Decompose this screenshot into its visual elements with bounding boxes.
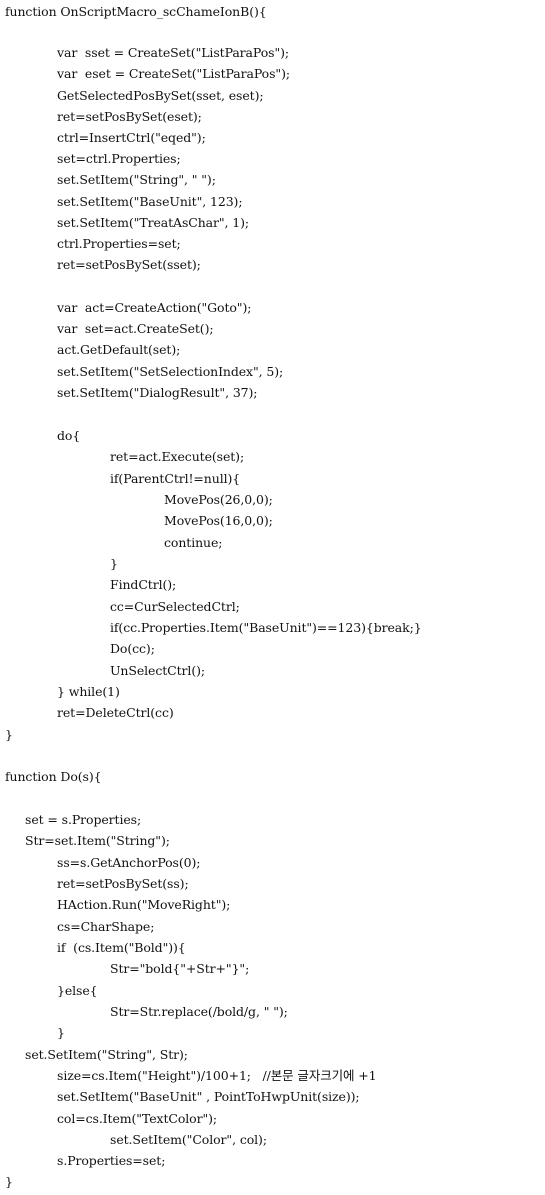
code-line-26: continue; [164, 535, 223, 550]
code-line-51: size=cs.Item("Height")/100+1; //본문 글자크기에… [57, 1068, 377, 1083]
code-line-10: set.SetItem("BaseUnit", 123); [57, 194, 243, 209]
code-line-18: set.SetItem("SetSelectionIndex", 5); [57, 364, 284, 379]
code-line-28: FindCtrl(); [110, 577, 177, 592]
code-line-9: set.SetItem("String", " "); [57, 172, 216, 187]
code-line-45: if (cs.Item("Bold")){ [57, 940, 186, 955]
code-line-33: } while(1) [57, 684, 120, 699]
code-line-37: function Do(s){ [5, 769, 102, 784]
code-line-13: ret=setPosBySet(sset); [57, 257, 201, 272]
code-line-27: } [110, 556, 118, 571]
code-line-52: set.SetItem("BaseUnit" , PointToHwpUnit(… [57, 1089, 360, 1104]
code-line-56: } [5, 1174, 13, 1189]
code-line-44: cs=CharShape; [57, 919, 155, 934]
code-line-11: set.SetItem("TreatAsChar", 1); [57, 215, 250, 230]
code-line-55: s.Properties=set; [57, 1153, 166, 1168]
code-line-15: var act=CreateAction("Goto"); [57, 300, 252, 315]
code-line-21: do{ [57, 428, 81, 443]
code-line-47: }else{ [57, 983, 98, 998]
code-line-34: ret=DeleteCtrl(cc) [57, 705, 174, 720]
code-line-40: Str=set.Item("String"); [25, 833, 170, 848]
code-line-30: if(cc.Properties.Item("BaseUnit")==123){… [110, 620, 422, 635]
code-line-1: function OnScriptMacro_scChameIonB(){ [5, 4, 267, 19]
code-line-31: Do(cc); [110, 641, 155, 656]
code-line-41: ss=s.GetAnchorPos(0); [57, 855, 201, 870]
code-line-7: ctrl=InsertCtrl("eqed"); [57, 130, 206, 145]
code-line-25: MovePos(16,0,0); [164, 513, 273, 528]
code-line-17: act.GetDefault(set); [57, 342, 181, 357]
code-line-12: ctrl.Properties=set; [57, 236, 181, 251]
code-line-4: var eset = CreateSet("ListParaPos"); [57, 66, 290, 81]
code-line-16: var set=act.CreateSet(); [57, 321, 214, 336]
code-line-35: } [5, 727, 13, 742]
code-line-22: ret=act.Execute(set); [110, 449, 245, 464]
code-line-24: MovePos(26,0,0); [164, 492, 273, 507]
code-line-3: var sset = CreateSet("ListParaPos"); [57, 45, 289, 60]
code-line-19: set.SetItem("DialogResult", 37); [57, 385, 258, 400]
code-line-6: ret=setPosBySet(eset); [57, 109, 202, 124]
code-line-46: Str="bold{"+Str+"}"; [110, 961, 250, 976]
code-line-49: } [57, 1025, 65, 1040]
code-line-53: col=cs.Item("TextColor"); [57, 1111, 217, 1126]
code-line-43: HAction.Run("MoveRight"); [57, 897, 231, 912]
code-line-23: if(ParentCtrl!=null){ [110, 471, 241, 486]
code-line-5: GetSelectedPosBySet(sset, eset); [57, 88, 264, 103]
code-line-48: Str=Str.replace(/bold/g, " "); [110, 1004, 288, 1019]
code-line-32: UnSelectCtrl(); [110, 663, 205, 678]
code-line-8: set=ctrl.Properties; [57, 151, 181, 166]
code-line-50: set.SetItem("String", Str); [25, 1047, 188, 1062]
code-line-54: set.SetItem("Color", col); [110, 1132, 267, 1147]
code-line-39: set = s.Properties; [25, 812, 142, 827]
code-line-42: ret=setPosBySet(ss); [57, 876, 189, 891]
code-line-29: cc=CurSelectedCtrl; [110, 599, 240, 614]
